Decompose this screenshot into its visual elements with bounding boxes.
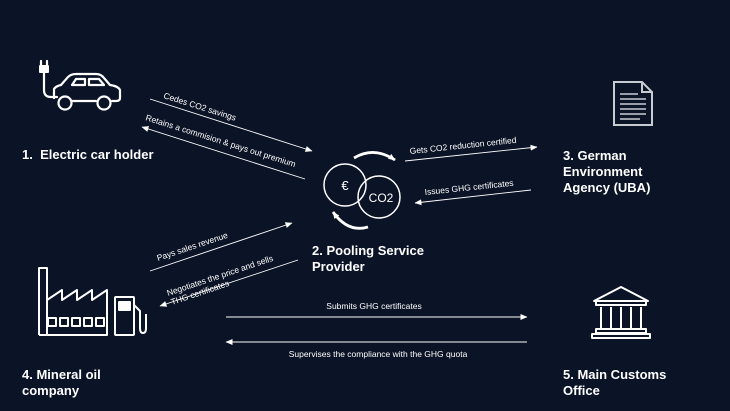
oil-label-line1: 4. Mineral oil (22, 367, 101, 382)
arrow-cedes-co2 (149, 98, 313, 152)
label-gets-certified: Gets CO2 reduction certified (409, 135, 517, 156)
pooling-label-line2: Provider (312, 259, 365, 274)
customs-label-line2: Office (563, 383, 600, 398)
oil-label-line2: company (22, 383, 80, 398)
uba-label-line3: Agency (UBA) (563, 180, 651, 195)
government-building-icon (591, 286, 651, 339)
customs-label-line1: 5. Main Customs (563, 367, 667, 382)
arrow-pays-sales (149, 222, 293, 272)
label-supervises: Supervises the compliance with the GHG q… (289, 349, 468, 359)
uba-label-line1: 3. German (563, 148, 627, 163)
uba-label-line2: Environment (563, 164, 643, 179)
car-holder-label: 1. Electric car holder (22, 147, 154, 162)
label-retains-commission: Retains a commision & pays out premium (144, 112, 297, 169)
electric-car-icon (39, 59, 122, 111)
label-pays-sales: Pays sales revenue (155, 230, 229, 263)
cycle-arrow-top (353, 151, 396, 162)
factory-icon (38, 267, 108, 336)
arrow-gets-certified (404, 144, 538, 162)
arrow-negotiates (159, 259, 299, 307)
label-negotiates-1: Negotiates the price and sells (165, 253, 274, 298)
node-title-pooling-provider: 2. Pooling Service Provider (312, 243, 424, 275)
label-submits-ghg: Submits GHG certificates (326, 301, 421, 311)
arrow-retains-commission (141, 126, 306, 180)
node-title-uba: 3. German Environment Agency (UBA) (563, 148, 650, 196)
co2-circle (357, 175, 401, 219)
document-icon (613, 81, 653, 126)
node-title-mineral-oil: 4. Mineral oil company (22, 367, 101, 399)
node-title-car-holder: 1. Electric car holder (22, 147, 154, 163)
cycle-arrow-bottom (331, 211, 369, 230)
co2-cycle-graphic: € CO2 (323, 151, 401, 230)
pooling-label-line1: 2. Pooling Service (312, 243, 424, 258)
fuel-pump-icon (114, 296, 147, 336)
label-issues-ghg: Issues GHG certificates (424, 178, 514, 197)
euro-symbol: € (341, 178, 349, 193)
arrow-issues-ghg (414, 189, 532, 206)
co2-symbol: CO2 (369, 191, 394, 205)
node-title-customs: 5. Main Customs Office (563, 367, 666, 399)
euro-circle (323, 163, 367, 207)
